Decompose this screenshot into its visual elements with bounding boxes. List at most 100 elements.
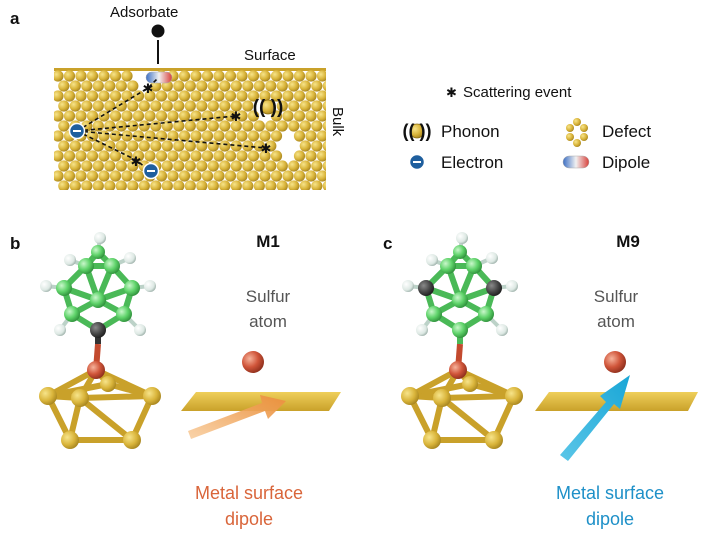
lattice-atom xyxy=(242,180,254,190)
lattice-atom xyxy=(150,100,162,112)
lattice-atom xyxy=(311,160,323,172)
bulk-label: Bulk xyxy=(329,107,346,137)
lattice-atom xyxy=(247,70,260,82)
lattice-atom xyxy=(201,150,214,162)
lattice-atom xyxy=(127,140,139,152)
lattice-atom xyxy=(104,80,116,92)
lattice-atom xyxy=(81,80,93,92)
lattice-atom xyxy=(54,150,64,162)
lattice-atom xyxy=(311,80,323,92)
lattice-atom xyxy=(178,130,191,142)
lattice-atom xyxy=(173,180,185,190)
lattice-atom xyxy=(265,160,277,172)
lattice-atom xyxy=(259,70,271,82)
lattice-atom xyxy=(305,110,317,122)
lattice-atom xyxy=(247,130,260,142)
lattice-atom xyxy=(328,90,339,101)
adsorbate-marker xyxy=(145,24,173,84)
lattice-atom xyxy=(288,100,300,112)
lattice-atom xyxy=(98,170,110,182)
lattice-atom xyxy=(173,120,185,132)
lattice-atom xyxy=(75,150,87,162)
panel-c-dipole-arrow xyxy=(560,375,630,461)
scatter-star: ✱ xyxy=(143,81,154,96)
lattice-atom xyxy=(132,130,145,142)
lattice-atom xyxy=(63,170,76,182)
lattice-atom xyxy=(265,180,277,190)
lattice-atom xyxy=(92,100,104,112)
lattice-atom xyxy=(98,110,110,122)
lattice-atom xyxy=(58,100,70,112)
lattice-atom xyxy=(247,150,260,162)
lattice-atom xyxy=(104,160,116,172)
lattice-atom xyxy=(334,180,345,191)
lattice-atom xyxy=(161,140,173,152)
lattice-atom xyxy=(282,170,294,182)
lattice-atom xyxy=(270,130,283,142)
lattice-atom xyxy=(138,140,150,152)
lattice-atom xyxy=(190,130,202,142)
lattice-atom xyxy=(86,170,99,182)
lattice-atom xyxy=(224,150,237,162)
lattice-atom xyxy=(282,70,294,82)
lattice-atom xyxy=(69,180,81,190)
lattice-atom xyxy=(270,150,283,162)
lattice-atom xyxy=(293,90,306,102)
lattice xyxy=(54,68,345,191)
panel-c-title: M9 xyxy=(616,232,640,251)
lattice-atom xyxy=(213,130,225,142)
lattice-atom xyxy=(58,140,70,152)
lattice-atom xyxy=(316,70,326,82)
lattice-atom xyxy=(196,80,208,92)
lattice-atom xyxy=(288,120,300,132)
lattice-atom xyxy=(132,150,145,162)
lattice-atom xyxy=(213,110,225,122)
panel-c-sulfur-atom xyxy=(604,351,626,373)
lattice-atom xyxy=(265,80,277,92)
lattice-atom xyxy=(75,70,87,82)
lattice-atom xyxy=(98,150,110,162)
lattice-atom xyxy=(69,100,81,112)
lattice-atom xyxy=(54,110,64,122)
lattice-atom xyxy=(115,80,127,92)
lattice-atom xyxy=(305,70,317,82)
lattice-atom xyxy=(155,90,168,102)
lattice-atom xyxy=(190,70,202,82)
lattice-atom xyxy=(155,150,168,162)
panel-b-dipole-line1: Metal surface xyxy=(195,483,303,503)
lattice-atom xyxy=(322,180,326,190)
lattice-atom xyxy=(109,150,122,162)
lattice-atom xyxy=(236,170,248,182)
lattice-atom xyxy=(328,70,339,81)
lattice-atom xyxy=(253,180,265,190)
lattice-atom xyxy=(224,70,237,82)
panel-b-dipole-line2: dipole xyxy=(225,509,273,529)
lattice-atom xyxy=(219,120,231,132)
lattice-atom xyxy=(121,170,133,182)
lattice-atom xyxy=(299,80,311,92)
lattice-atom xyxy=(115,160,127,172)
lattice-atom xyxy=(92,160,104,172)
lattice-atom xyxy=(86,130,99,142)
lattice-atom xyxy=(115,120,127,132)
lattice-atom xyxy=(207,80,219,92)
lattice-atom xyxy=(104,120,116,132)
lattice-atom xyxy=(86,90,99,102)
lattice-atom xyxy=(293,70,306,82)
lattice-atom xyxy=(150,120,162,132)
lattice-atom xyxy=(293,170,306,182)
molecule-c xyxy=(402,232,518,379)
lattice-atom xyxy=(190,150,202,162)
lattice-atom xyxy=(236,150,248,162)
path-adsorbate xyxy=(76,77,159,132)
phonon-icon: (( )) xyxy=(253,97,284,118)
lattice-atom xyxy=(127,160,139,172)
lattice-atom xyxy=(316,130,326,142)
svg-text:(( )): (( )) xyxy=(253,97,284,118)
thiol-sulfur xyxy=(87,361,105,379)
legend-phonon-label: Phonon xyxy=(441,122,500,141)
lattice-atom xyxy=(58,80,70,92)
lattice-atom xyxy=(242,80,254,92)
legend-electron-label: Electron xyxy=(441,153,503,172)
lattice-atom xyxy=(270,170,283,182)
